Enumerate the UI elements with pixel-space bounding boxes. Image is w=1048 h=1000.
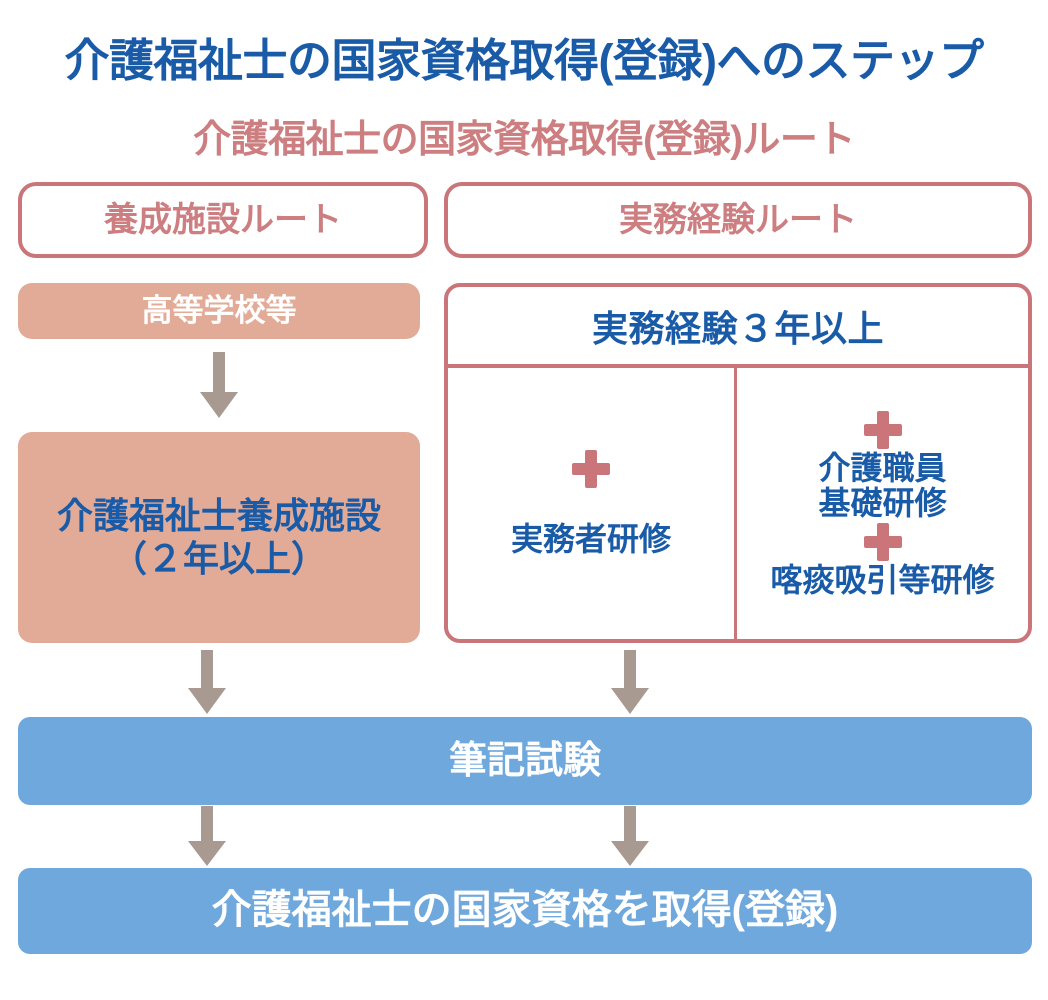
arrow-down-icon-highschool-to-school [196, 352, 242, 420]
route-pill-training-school-label: 養成施設ルート [104, 200, 342, 239]
table-work-experience-header: 実務経験３年以上 [448, 287, 1028, 368]
box-written-exam-label: 筆記試験 [448, 739, 601, 782]
arrow-down-icon-exam-to-certification-left [184, 806, 230, 868]
arrow-down-icon-exam-to-certification-right [607, 806, 653, 868]
table-cell-basic-training-line2: 基礎研修 [818, 484, 947, 521]
box-certification-label: 介護福祉士の国家資格を取得(登録) [211, 888, 839, 933]
arrow-down-icon-school-to-exam [184, 650, 230, 716]
route-pill-training-school[interactable]: 養成施設ルート [18, 182, 428, 258]
table-cell-suction-training-label: 喀痰吸引等研修 [770, 562, 995, 599]
table-cell-practical-training-label: 実務者研修 [510, 520, 671, 557]
box-certification[interactable]: 介護福祉士の国家資格を取得(登録) [18, 868, 1032, 954]
table-work-experience-body: 実務者研修 介護職員 基礎研修 喀痰吸引等研修 [448, 368, 1028, 639]
page-subtitle: 介護福祉士の国家資格取得(登録)ルート [193, 119, 855, 161]
box-high-school-label: 高等学校等 [141, 292, 297, 328]
table-cell-basic-training-line1: 介護職員 [818, 449, 947, 486]
table-cell-basic-training[interactable]: 介護職員 基礎研修 喀痰吸引等研修 [737, 368, 1028, 639]
box-care-worker-training-school[interactable]: 介護福祉士養成施設 （２年以上） [18, 432, 420, 643]
box-care-worker-training-school-line2: （２年以上） [110, 537, 327, 579]
plus-icon [572, 449, 610, 488]
route-pill-work-experience[interactable]: 実務経験ルート [444, 182, 1032, 258]
route-pill-work-experience-label: 実務経験ルート [619, 200, 857, 239]
plus-icon [863, 523, 902, 562]
plus-icon [863, 410, 902, 449]
table-cell-practical-training[interactable]: 実務者研修 [448, 368, 737, 639]
table-work-experience: 実務経験３年以上 実務者研修 介護職員 基礎研修 喀痰吸引等研修 [444, 283, 1032, 643]
box-care-worker-training-school-line1: 介護福祉士養成施設 [56, 495, 381, 537]
arrow-down-icon-experience-to-exam [607, 650, 653, 716]
page-title: 介護福祉士の国家資格取得(登録)へのステップ [64, 35, 984, 86]
box-written-exam[interactable]: 筆記試験 [18, 717, 1032, 805]
box-high-school[interactable]: 高等学校等 [18, 283, 420, 339]
